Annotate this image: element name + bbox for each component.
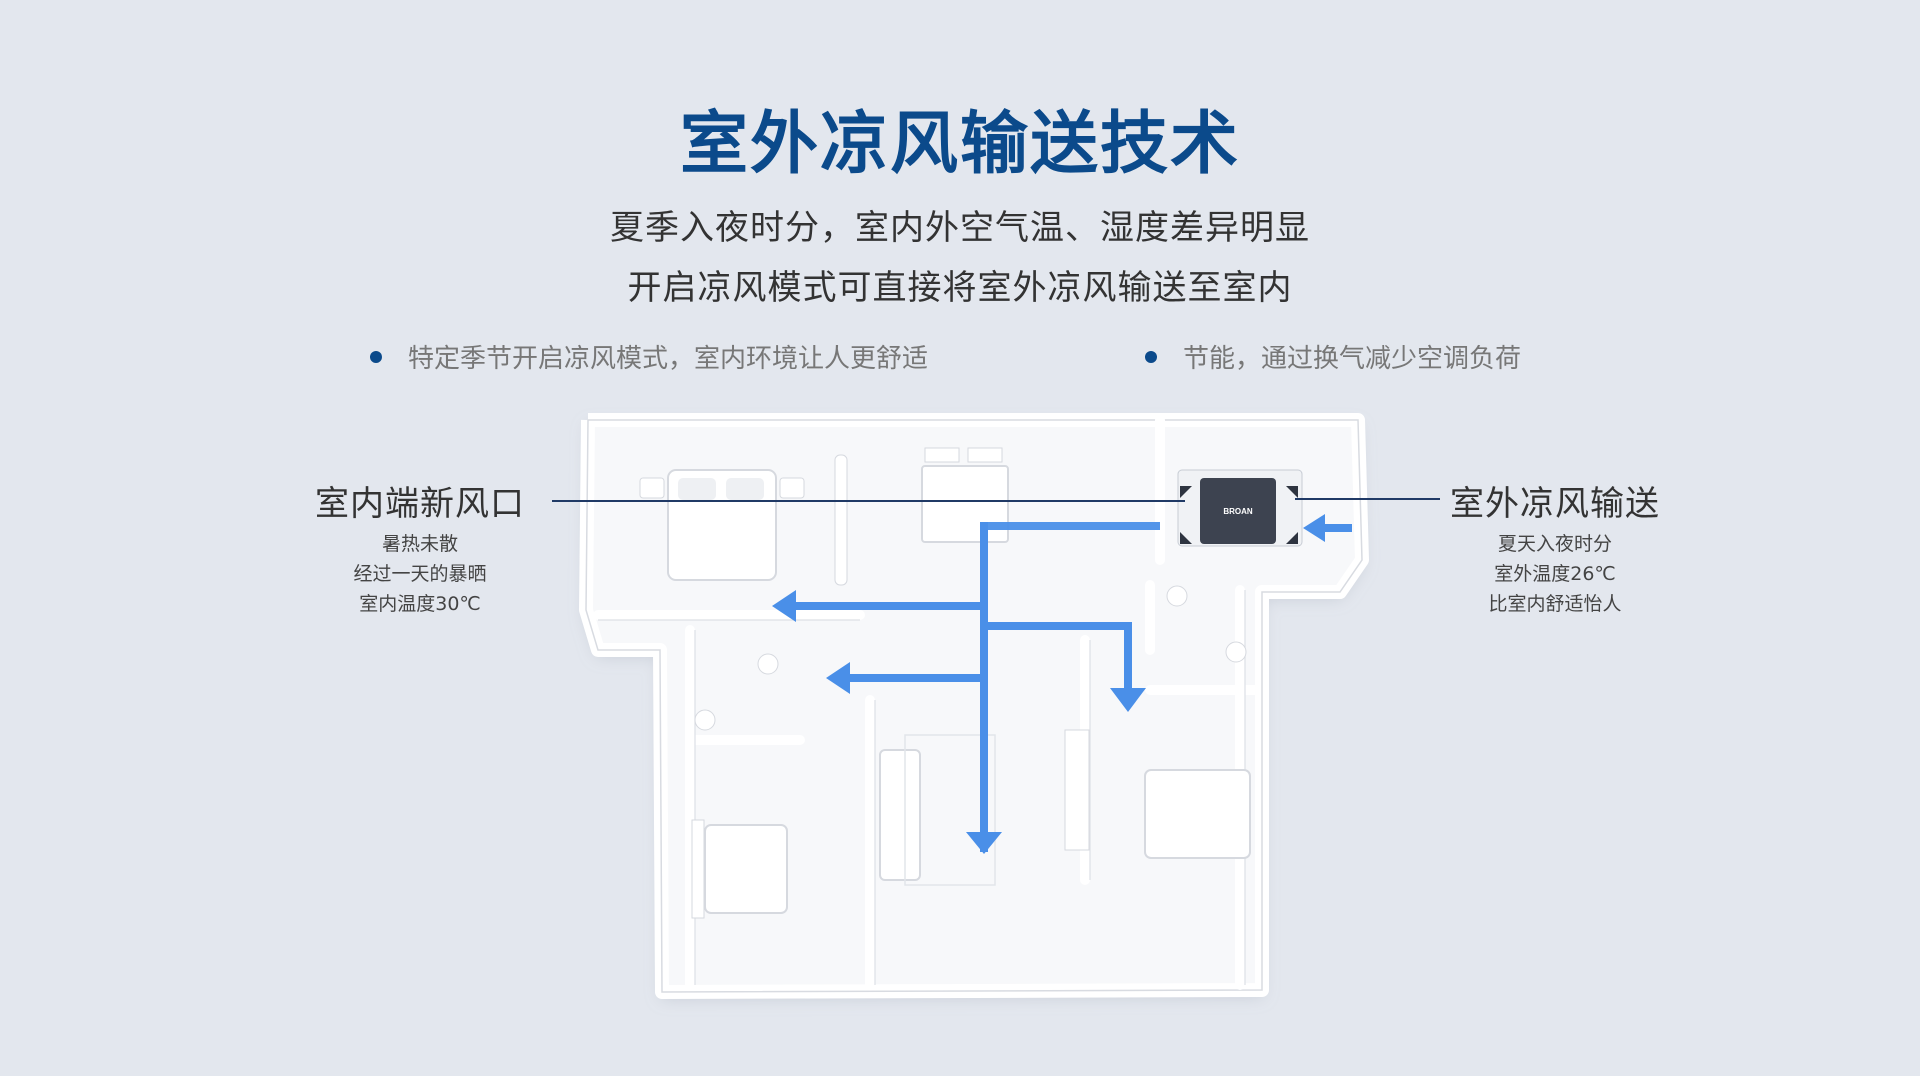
outdoor-airflow-line: 比室内舒适怡人	[1488, 593, 1622, 615]
outdoor-airflow-label: 室外凉风输送 夏天入夜时分 室外温度26℃ 比室内舒适怡人	[1435, 476, 1675, 615]
indoor-outlet-title: 室内端新风口	[315, 484, 525, 524]
indoor-outlet-label: 室内端新风口 暑热未散 经过一天的暴晒 室内温度30℃	[300, 476, 540, 615]
toilet-icon	[757, 653, 779, 675]
airflow-arrows	[772, 514, 1352, 854]
bullet-text: 特定季节开启凉风模式，室内环境让人更舒适	[408, 344, 929, 374]
bed-icon	[1144, 769, 1251, 859]
bed-icon	[639, 469, 805, 581]
outdoor-airflow-line: 室外温度26℃	[1494, 563, 1616, 585]
indoor-outlet-line: 室内温度30℃	[359, 593, 481, 615]
toilet-icon	[1225, 641, 1247, 663]
sofa-icon	[879, 729, 1090, 886]
subtitle-line-2: 开启凉风模式可直接将室外凉风输送至室内	[627, 268, 1293, 308]
page-title: 室外凉风输送技术	[679, 105, 1240, 184]
bullet-dot-icon	[370, 350, 382, 363]
bullet-item: 节能，通过换气减少空调负荷	[1145, 338, 1521, 375]
indoor-outlet-line: 经过一天的暴晒	[353, 563, 487, 585]
outdoor-airflow-line: 夏天入夜时分	[1497, 533, 1612, 555]
bed-icon	[691, 819, 788, 919]
bullet-text: 节能，通过换气减少空调负荷	[1183, 344, 1522, 374]
device-brand: BROAN	[1223, 507, 1253, 516]
partition	[834, 454, 848, 586]
subtitle-line-1: 夏季入夜时分，室内外空气温、湿度差异明显	[610, 208, 1310, 248]
bullet-item: 特定季节开启凉风模式，室内环境让人更舒适	[370, 338, 928, 375]
ventilation-unit-icon: BROAN	[1177, 469, 1303, 547]
indoor-outlet-line: 暑热未散	[381, 533, 458, 555]
toilet-icon	[1166, 585, 1188, 607]
outdoor-airflow-title: 室外凉风输送	[1450, 484, 1660, 524]
toilet-icon	[694, 709, 716, 731]
bullet-dot-icon	[1145, 350, 1157, 363]
